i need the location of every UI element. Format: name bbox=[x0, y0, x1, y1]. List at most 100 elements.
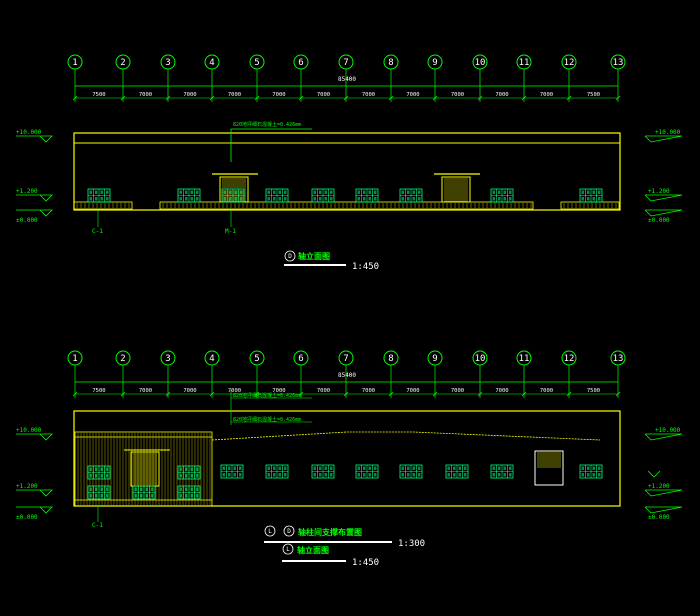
bottom-roof-profile bbox=[211, 431, 601, 441]
window-pane bbox=[319, 197, 322, 201]
top-right-elevation-markers: +10.000 +1.200 ±0.000 bbox=[644, 129, 683, 224]
bottom-title-axis-label-1: L bbox=[268, 528, 272, 535]
window-pane bbox=[240, 197, 243, 201]
window-pane bbox=[89, 487, 92, 491]
window-pane bbox=[412, 197, 415, 201]
bottom-axis-label-4: 4 bbox=[209, 354, 214, 364]
top-window-5 bbox=[311, 188, 335, 203]
window-pane bbox=[179, 474, 182, 478]
window-pane bbox=[587, 473, 590, 477]
window-pane bbox=[89, 190, 92, 194]
window-pane bbox=[330, 197, 333, 201]
bottom-left-elev-1-2: +1.200 bbox=[16, 483, 38, 490]
window-pane bbox=[587, 190, 590, 194]
top-axis-label-2: 2 bbox=[120, 58, 125, 68]
window-pane bbox=[267, 473, 270, 477]
top-window-4 bbox=[265, 188, 289, 203]
window-pane bbox=[492, 466, 495, 470]
window-pane bbox=[284, 473, 287, 477]
window-pane bbox=[95, 474, 98, 478]
window-pane bbox=[196, 190, 199, 194]
window-pane bbox=[492, 197, 495, 201]
window-pane bbox=[222, 473, 225, 477]
top-bay-dim-6: 7000 bbox=[317, 92, 330, 98]
window-pane bbox=[598, 197, 601, 201]
window-pane bbox=[95, 494, 98, 498]
window-pane bbox=[368, 197, 371, 201]
window-pane bbox=[401, 190, 404, 194]
bottom-title-text: 轴柱间支撑布置图 bbox=[298, 527, 362, 537]
window-pane bbox=[324, 466, 327, 470]
window-pane bbox=[278, 190, 281, 194]
window-pane bbox=[179, 467, 182, 471]
window-pane bbox=[447, 466, 450, 470]
window-pane bbox=[106, 197, 109, 201]
window-pane bbox=[587, 466, 590, 470]
top-dim-tick-2 bbox=[120, 95, 126, 101]
window-pane bbox=[267, 466, 270, 470]
top-left-elev-symbols bbox=[16, 135, 53, 217]
top-window-tag: C-1 bbox=[92, 228, 103, 235]
window-pane bbox=[374, 197, 377, 201]
window-pane bbox=[581, 190, 584, 194]
bottom-bay-dim-7: 7000 bbox=[362, 388, 375, 394]
top-dim-tick-1 bbox=[72, 95, 78, 101]
window-pane bbox=[319, 190, 322, 194]
window-pane bbox=[233, 466, 236, 470]
window-pane bbox=[233, 473, 236, 477]
window-pane bbox=[100, 474, 103, 478]
top-bay-dim-3: 7000 bbox=[183, 92, 196, 98]
window-pane bbox=[598, 473, 601, 477]
bottom-window-2 bbox=[265, 464, 289, 479]
window-pane bbox=[134, 494, 137, 498]
bottom-title-axis-label-2: D bbox=[287, 528, 291, 535]
bottom-dim-tick-13 bbox=[615, 391, 621, 397]
bottom-right-elevation-markers: +10.000 +1.200 ±0.000 bbox=[644, 427, 683, 521]
window-pane bbox=[401, 197, 404, 201]
top-building-elevation: 820地坪细石混凝土=0.426mm C-1 M- bbox=[73, 121, 621, 235]
bottom-axis-label-1: 1 bbox=[72, 354, 77, 364]
bottom-door-right bbox=[534, 450, 564, 486]
window-pane bbox=[234, 197, 237, 201]
bottom-axis-label-8: 8 bbox=[388, 354, 393, 364]
window-pane bbox=[95, 487, 98, 491]
window-pane bbox=[190, 474, 193, 478]
bottom-window-5 bbox=[399, 464, 423, 479]
bottom-bay-dim-6: 7000 bbox=[317, 388, 330, 394]
window-pane bbox=[319, 466, 322, 470]
top-wall-note: 820地坪细石混凝土=0.426mm bbox=[233, 121, 301, 128]
window-pane bbox=[278, 473, 281, 477]
top-axis-label-7: 7 bbox=[343, 58, 348, 68]
window-pane bbox=[492, 473, 495, 477]
bottom-building-outline bbox=[73, 410, 621, 507]
window-pane bbox=[313, 197, 316, 201]
window-pane bbox=[100, 190, 103, 194]
window-pane bbox=[284, 197, 287, 201]
top-bay-dim-8: 7000 bbox=[406, 92, 419, 98]
window-pane bbox=[89, 197, 92, 201]
window-pane bbox=[185, 190, 188, 194]
top-title-text: 轴立面图 bbox=[298, 251, 330, 261]
top-window-2 bbox=[177, 188, 201, 203]
top-left-elev-10: +10.000 bbox=[16, 129, 42, 136]
bottom-axis-label-3: 3 bbox=[165, 354, 170, 364]
top-bay-dim-2: 7000 bbox=[139, 92, 152, 98]
window-pane bbox=[106, 467, 109, 471]
window-pane bbox=[196, 487, 199, 491]
bottom-building-elevation: 820地坪细石混凝土=0.426mm 820地坪细石混凝土=0.426mm C-… bbox=[73, 390, 621, 529]
window-pane bbox=[581, 466, 584, 470]
top-axis-label-8: 8 bbox=[388, 58, 393, 68]
bottom-window-4 bbox=[355, 464, 379, 479]
bottom-right-elev-1-2: +1.200 bbox=[648, 483, 670, 490]
window-pane bbox=[368, 190, 371, 194]
window-pane bbox=[407, 473, 410, 477]
bottom-left-elevation-markers: +10.000 +1.200 ±0.000 bbox=[16, 427, 53, 521]
window-pane bbox=[412, 466, 415, 470]
window-pane bbox=[185, 487, 188, 491]
window-pane bbox=[190, 487, 193, 491]
top-left-elev-0: ±0.000 bbox=[16, 217, 38, 224]
bottom-bay-dim-5: 7000 bbox=[272, 388, 285, 394]
window-pane bbox=[223, 197, 226, 201]
window-pane bbox=[185, 197, 188, 201]
